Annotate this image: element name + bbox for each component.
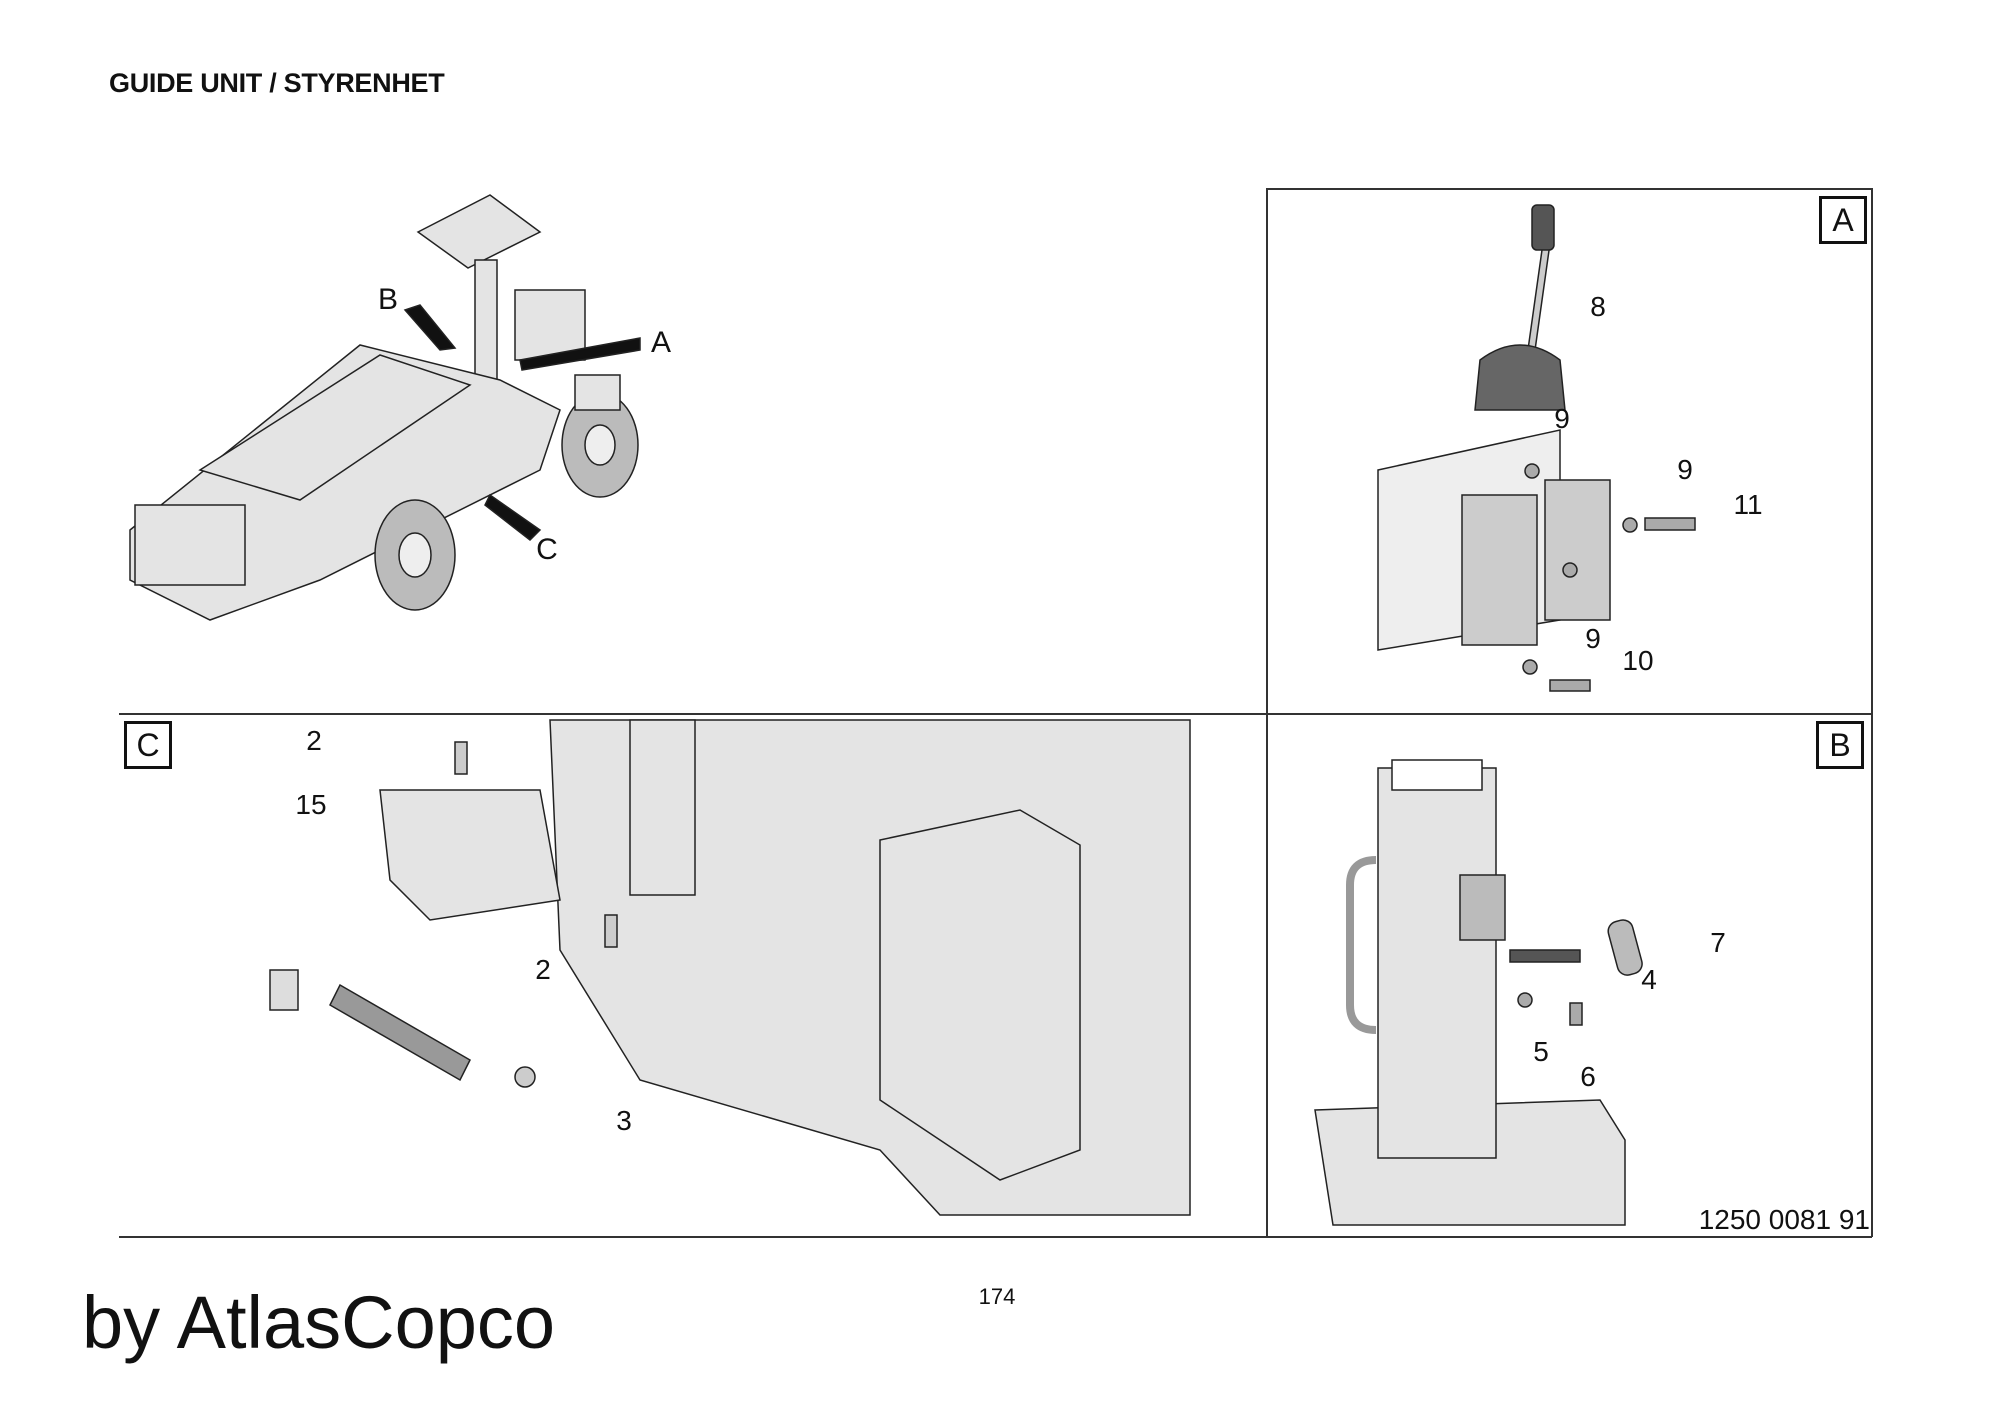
callout-9: 9 — [1554, 403, 1570, 434]
panel-a-label: A — [1819, 196, 1867, 244]
panel-b-label: B — [1816, 721, 1864, 769]
callout-5: 5 — [1533, 1036, 1549, 1067]
page-number: 174 — [978, 1284, 1016, 1309]
callout-7: 7 — [1710, 927, 1726, 958]
panel-frames — [119, 188, 1873, 1238]
joystick-assembly-drawing — [1377, 204, 1696, 692]
column-mount-drawing — [1314, 759, 1643, 1226]
machine-overview-drawing — [129, 194, 641, 621]
callout-2: 2 — [306, 725, 322, 756]
panel-c-label: C — [124, 721, 172, 769]
callout-9: 9 — [1677, 454, 1693, 485]
brand-footer: by AtlasCopco — [82, 1281, 556, 1364]
page-title: GUIDE UNIT / STYRENHET — [109, 68, 445, 98]
overview-callout-c: C — [536, 533, 558, 566]
callout-10: 10 — [1622, 645, 1654, 676]
overview-callout-a: A — [650, 326, 672, 359]
callout-9: 9 — [1585, 623, 1601, 654]
callout-3: 3 — [616, 1105, 632, 1136]
overview-callout-b: B — [377, 283, 399, 316]
callout-11: 11 — [1733, 489, 1763, 520]
callout-6: 6 — [1580, 1061, 1596, 1092]
callout-2: 2 — [535, 954, 551, 985]
callout-4: 4 — [1641, 964, 1657, 995]
callout-8: 8 — [1590, 291, 1606, 322]
frame-cylinder-drawing — [269, 719, 1191, 1216]
part-number: 1250 0081 91 — [1698, 1204, 1870, 1235]
callout-15: 15 — [295, 789, 327, 820]
